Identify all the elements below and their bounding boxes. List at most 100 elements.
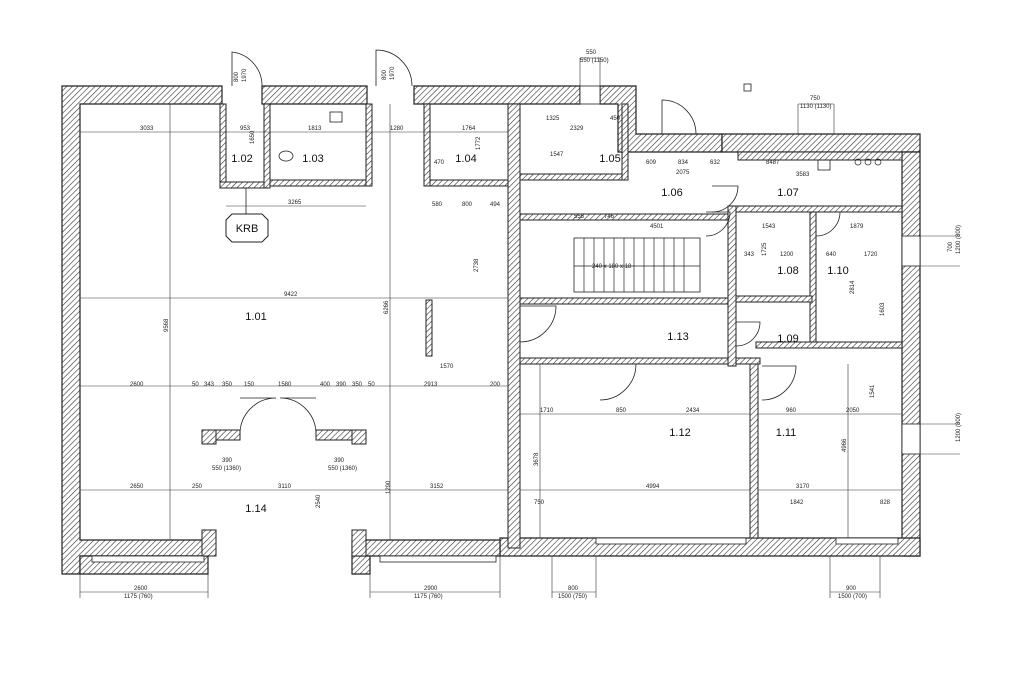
dim-text: 4966 [842, 438, 848, 452]
wall-114-west-low [201, 529, 217, 557]
wall-102-bottom [219, 181, 271, 189]
door-114-right [279, 397, 317, 435]
dim-text: 746 [604, 214, 615, 220]
room-1-14: 1.14 [245, 503, 266, 515]
wall-113-east [727, 205, 737, 367]
dim-text: 1547 [550, 152, 564, 158]
wall-stair-bottom [519, 297, 733, 305]
dim-text: 343 [204, 382, 215, 388]
dimension-texts: 3033 953 1650 1813 1280 1764 1772 1325 2… [124, 50, 962, 600]
interior-walls [201, 103, 903, 557]
dim-text: 632 [710, 160, 721, 166]
dim-text: 390 [336, 382, 347, 388]
dim-text: 2913 [424, 382, 438, 388]
krb-tag: KRB [225, 188, 269, 243]
dim-text: 350 [352, 382, 363, 388]
door-106-stair [705, 211, 731, 237]
outer-wall-bottom-center [351, 555, 371, 575]
dim-text: 1175 (760) [414, 594, 443, 600]
dim-text: 8487 [766, 160, 780, 166]
dim-text: 2900 [424, 586, 438, 592]
stairs [573, 237, 701, 293]
dim-text: 9568 [164, 318, 170, 332]
door-111 [761, 365, 797, 401]
door-106-107 [711, 185, 739, 213]
dim-text: 150 [244, 382, 255, 388]
outer-wall-left-block [61, 85, 223, 575]
door-113 [519, 305, 557, 343]
door-114-left [239, 397, 277, 435]
dim-text: 1543 [762, 224, 776, 230]
outer-wall-top-mid [261, 85, 368, 105]
dim-text: 2738 [474, 258, 480, 272]
dim-text: 1772 [476, 136, 482, 150]
dim-text: 1280 [390, 126, 404, 132]
wall-102-east [219, 103, 227, 189]
dim-text: 2600 [134, 586, 148, 592]
window-right-111 [901, 423, 921, 455]
dim-text: 640 [826, 252, 837, 258]
wall-103-west [263, 103, 271, 189]
outer-wall-top-right [413, 85, 581, 105]
dim-text: 4501 [650, 224, 664, 230]
dim-text: 750 [534, 500, 545, 506]
room-1-10: 1.10 [827, 265, 848, 277]
wall-105-east [621, 103, 629, 181]
wall-113-bottom [519, 357, 761, 365]
dim-text: 1580 [278, 382, 292, 388]
dim-text: 900 [846, 586, 857, 592]
wall-107-bottom [735, 205, 903, 213]
outer-wall-bottom-mid [351, 539, 501, 557]
dim-text: 2814 [850, 280, 856, 294]
dim-text: 1325 [546, 116, 560, 122]
dim-text: 1842 [790, 500, 804, 506]
dim-text: 2329 [570, 126, 584, 132]
door-110 [815, 211, 841, 237]
room-1-06: 1.06 [661, 187, 682, 199]
dim-text: 400 [320, 382, 331, 388]
hob-icon-3 [874, 158, 882, 166]
dim-text: 960 [786, 408, 797, 414]
wall-114-west [201, 429, 217, 445]
dim-text: 609 [646, 160, 657, 166]
dim-text: 580 [432, 202, 443, 208]
dim-text: 1720 [864, 252, 878, 258]
wall-112-east [749, 363, 759, 539]
door-102-top [231, 51, 263, 87]
dim-text: 3265 [288, 200, 302, 206]
dim-text: 834 [678, 160, 689, 166]
dim-text: 1879 [850, 224, 864, 230]
toilet-icon [278, 150, 294, 162]
room-1-07: 1.07 [777, 187, 798, 199]
wall-114-east-low [351, 529, 367, 557]
wall-106-bottom [519, 213, 733, 221]
dimension-lines [79, 57, 960, 598]
room-1-12: 1.12 [669, 427, 690, 439]
dim-text: 3583 [796, 172, 810, 178]
kitchen-sink-icon [817, 159, 831, 171]
dim-text: 3110 [278, 484, 292, 490]
window-bottom-111 [835, 537, 899, 545]
room-1-13: 1.13 [667, 331, 688, 343]
dim-text: 3152 [430, 484, 444, 490]
dim-text: 1725 [762, 242, 768, 256]
dim-text: 350 [222, 382, 233, 388]
dim-text: 800 [382, 69, 388, 80]
dim-text: 800 [234, 71, 240, 82]
dim-text: 555 [574, 214, 585, 220]
dim-text: 3033 [140, 126, 154, 132]
dim-text: 1541 [870, 384, 876, 398]
door-corridor-top [375, 49, 413, 87]
dim-text: 1710 [540, 408, 554, 414]
window-bottom-112 [595, 537, 747, 545]
dim-text: 1650 [250, 130, 256, 144]
dim-text: 2075 [676, 170, 690, 176]
stair-outline [573, 237, 701, 293]
hob-icon [854, 158, 862, 166]
room-1-11: 1.11 [776, 427, 797, 439]
dim-text: 6266 [384, 300, 390, 314]
dim-text: 4994 [646, 484, 660, 490]
dim-text: 50 [192, 382, 199, 388]
dim-text: 1603 [880, 302, 886, 316]
